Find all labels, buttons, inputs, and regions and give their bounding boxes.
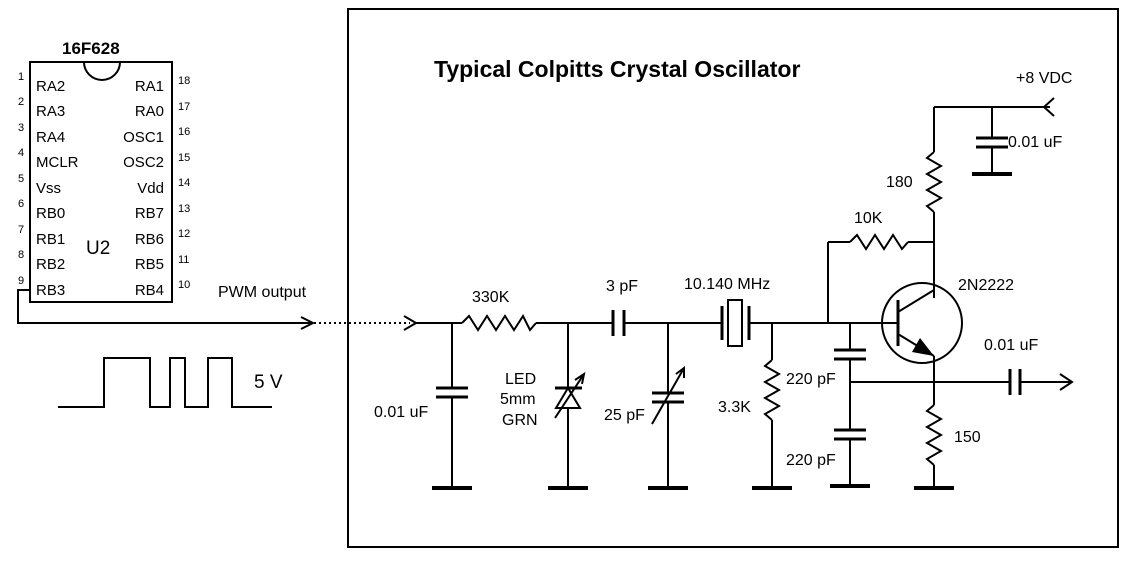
resistor-3-3k-label: 3.3K	[718, 399, 751, 416]
chip-body	[29, 61, 173, 303]
chip-notch	[83, 61, 121, 81]
output-capacitor	[938, 369, 1074, 395]
pin-name: RA4	[36, 129, 65, 146]
pin-number: 18	[178, 75, 190, 87]
pin-number: 17	[178, 101, 190, 113]
resistor-180	[924, 151, 944, 213]
led-label-2: 5mm	[500, 391, 536, 408]
right-pins: RA1 18 RA0 17 OSC1 16 OSC2 15 Vdd 14 RB7…	[123, 75, 190, 299]
pic-chip: 16F628 U2 1 RA2 2 RA3 3 RA4 4 MCLR 5 Vss…	[18, 39, 190, 303]
transistor-icon	[881, 282, 963, 400]
chip-name: 16F628	[62, 39, 120, 58]
pin-number: 16	[178, 126, 190, 138]
capacitor-3pf	[611, 310, 626, 336]
chip-designator: U2	[86, 238, 110, 259]
supply-arrow-icon	[1042, 97, 1055, 117]
pin-number: 10	[178, 279, 190, 291]
capacitor-220pf-bottom-label: 220 pF	[786, 452, 836, 469]
trimmer-label: 25 pF	[604, 407, 645, 424]
crystal-label: 10.140 MHz	[684, 276, 770, 293]
pin-name: RB3	[36, 282, 65, 299]
pin-number: 14	[178, 177, 190, 189]
pin-name: MCLR	[36, 154, 79, 171]
supply-label: +8 VDC	[1016, 70, 1072, 87]
pin-name: RA2	[36, 78, 65, 95]
pwm-waveform-icon	[58, 357, 272, 408]
resistor-330k-label: 330K	[472, 289, 510, 306]
pin-number: 12	[178, 228, 190, 240]
output-arrow-icon	[1059, 373, 1074, 391]
supply-rail	[924, 97, 1055, 298]
pin-number: 4	[18, 147, 24, 159]
pin-number: 7	[18, 224, 24, 236]
resistor-3-3k	[752, 323, 792, 490]
resistor-150-label: 150	[954, 429, 981, 446]
resistor-180-label: 180	[886, 174, 913, 191]
diagram-title: Typical Colpitts Crystal Oscillator	[434, 56, 800, 82]
pin-name: RA3	[36, 103, 65, 120]
pin-name: RA0	[135, 103, 164, 120]
pin-name: RB5	[135, 256, 164, 273]
pin-number: 15	[178, 152, 190, 164]
pin-name: RB2	[36, 256, 65, 273]
pin-name: RB4	[135, 282, 164, 299]
pin-name: RB7	[135, 205, 164, 222]
input-capacitor	[432, 323, 472, 490]
capacitive-divider	[830, 323, 938, 488]
pin-name: OSC2	[123, 154, 164, 171]
supply-cap-label: 0.01 uF	[1008, 134, 1062, 151]
capacitor-220pf-top-label: 220 pF	[786, 371, 836, 388]
led-diode	[548, 323, 588, 490]
pin-number: 9	[18, 275, 24, 287]
pin-name: RB6	[135, 231, 164, 248]
pin-number: 1	[18, 71, 24, 83]
pin-number: 5	[18, 173, 24, 185]
input-cap-label: 0.01 uF	[374, 404, 428, 421]
capacitor-3pf-label: 3 pF	[606, 278, 638, 295]
crystal	[720, 299, 751, 347]
resistor-10k-label: 10K	[854, 210, 883, 227]
pwm-label: PWM output	[218, 284, 307, 301]
resistor-150	[914, 400, 954, 490]
waveform-label: 5 V	[254, 372, 283, 393]
variable-arrow-icon	[554, 373, 585, 419]
pin-number: 3	[18, 122, 24, 134]
pin-name: Vdd	[137, 180, 164, 197]
oscillator-frame	[347, 8, 1119, 548]
trimmer-capacitor	[648, 323, 688, 490]
pin-name: Vss	[36, 180, 61, 197]
pin-number: 13	[178, 203, 190, 215]
pin-name: RB0	[36, 205, 65, 222]
feedback-network	[827, 233, 934, 324]
resistor-10k	[849, 233, 909, 251]
pin-name: RB1	[36, 231, 65, 248]
pin-name: RA1	[135, 78, 164, 95]
variable-arrow-icon	[651, 367, 685, 425]
led-label-1: LED	[505, 371, 536, 388]
led-label-3: GRN	[502, 412, 538, 429]
pin-number: 8	[18, 249, 24, 261]
pin-number: 11	[178, 254, 189, 266]
pin-name: OSC1	[123, 129, 164, 146]
pwm-line	[17, 289, 418, 331]
resistor-330k	[461, 313, 537, 332]
pin-number: 2	[18, 96, 24, 108]
output-cap-label: 0.01 uF	[984, 337, 1038, 354]
pin-number: 6	[18, 198, 24, 210]
transistor-label: 2N2222	[958, 277, 1014, 294]
left-pins: 1 RA2 2 RA3 3 RA4 4 MCLR 5 Vss 6 RB0 7 R…	[18, 71, 79, 299]
